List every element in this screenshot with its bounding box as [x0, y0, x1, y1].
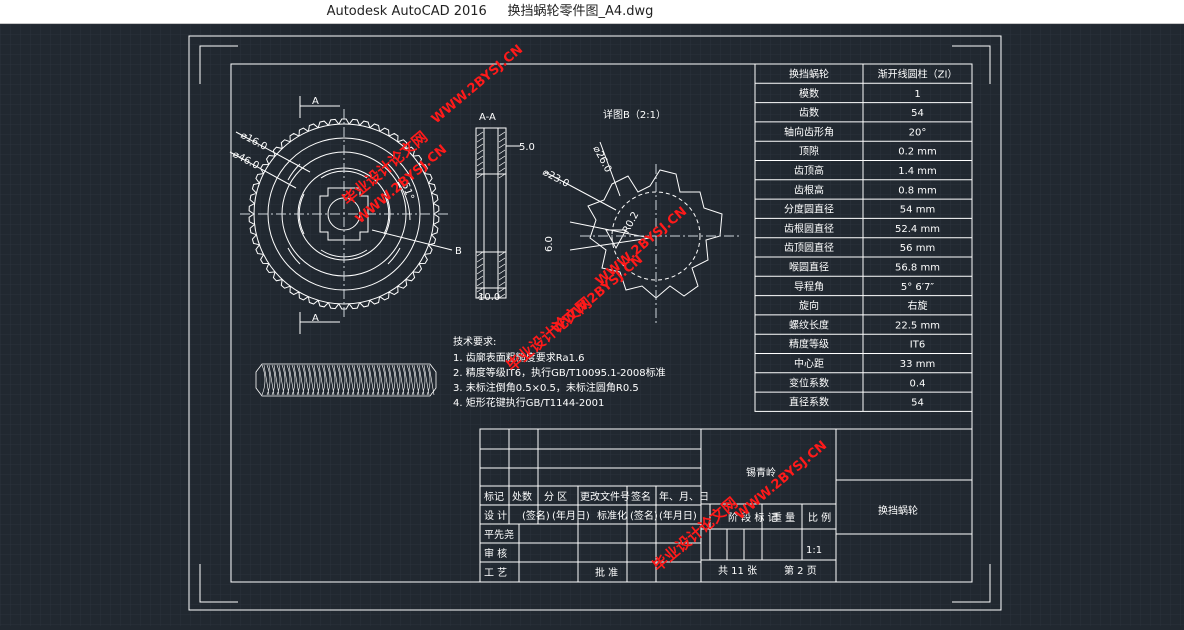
tb-weight-label: 重 量 [772, 511, 795, 524]
parameter-table: 换挡蜗轮 渐开线圆柱（ZI） 模数 1 齿数 54 轴向齿形角 20° 顶隙 0.2 mm 齿顶高 1… [754, 63, 973, 412]
param-value: 54 mm [900, 205, 935, 216]
detail-marker: B [455, 246, 462, 257]
param-name: 变位系数 [789, 376, 829, 389]
param-value: 56.8 mm [895, 263, 940, 274]
gear-section-view [475, 127, 520, 299]
tb-sheets: 共 11 张 [718, 565, 757, 577]
param-value: 0.2 mm [898, 147, 937, 158]
tb-design-5: (年月日) [659, 509, 697, 522]
dim-6: 6.0 [544, 236, 555, 252]
tb-stage-label: 阶 段 标 记 [728, 511, 778, 524]
param-name: 精度等级 [789, 338, 829, 351]
param-name: 喉圆直径 [789, 261, 829, 274]
title-bar: Autodesk AutoCAD 2016 换挡蜗轮零件图_A4.dwg [0, 0, 1184, 24]
param-value: 20° [909, 127, 927, 138]
param-name: 导程角 [794, 281, 824, 293]
requirement-2: 2. 精度等级IT6，执行GB/T10095.1-2008标准 [453, 366, 666, 379]
tb-design-1: (签名) [522, 509, 550, 522]
param-value: IT6 [910, 340, 925, 351]
section-marker-bottom: A [312, 313, 319, 324]
param-name: 中心距 [794, 357, 824, 370]
tb-scale-value: 1:1 [806, 545, 822, 556]
param-value: 右旋 [908, 299, 928, 312]
param-name: 分度圆直径 [784, 203, 834, 216]
grid-background [0, 24, 1184, 626]
tb-header-4: 签名 [631, 490, 651, 503]
param-value: 渐开线圆柱（ZI） [878, 68, 958, 81]
window-title: Autodesk AutoCAD 2016 换挡蜗轮零件图_A4.dwg [326, 4, 654, 19]
tb-design-4: (签名) [630, 509, 658, 522]
worm-side-view [255, 363, 437, 397]
param-value: 54 [911, 398, 924, 409]
tb-part-name: 换挡蜗轮 [878, 504, 918, 517]
trim-marks [199, 45, 991, 603]
tb-header-3: 更改文件号 [580, 490, 630, 503]
dim-5: 5.0 [519, 142, 535, 153]
param-value: 22.5 mm [895, 320, 940, 331]
tb-header-5: 年、月、日 [659, 490, 709, 503]
section-view-title: A-A [479, 112, 496, 123]
section-marker-top: A [312, 96, 319, 107]
tb-design-3: 标准化 [597, 509, 627, 522]
spline-detail-view [544, 141, 740, 324]
drawing-svg[interactable]: A A ⌀16.0 ⌀46.0 51° B A-A 5.0 10.0 详图B（2… [0, 24, 1184, 626]
param-value: 1 [914, 89, 920, 100]
param-value: 56 mm [900, 243, 935, 254]
tb-design-0: 设 计 [484, 509, 507, 522]
param-name: 顶隙 [799, 145, 819, 158]
param-value: 0.4 [910, 378, 926, 389]
drawing-canvas[interactable]: A A ⌀16.0 ⌀46.0 51° B A-A 5.0 10.0 详图B（2… [0, 24, 1184, 626]
dim-10: 10.0 [478, 292, 500, 303]
param-value: 33 mm [900, 359, 935, 370]
tb-design-2: (年月日) [552, 509, 590, 522]
param-name: 齿顶高 [794, 164, 824, 177]
param-name: 齿根高 [794, 183, 824, 196]
tb-role-2: 工 艺 [484, 567, 507, 579]
param-name: 齿顶圆直径 [784, 241, 834, 254]
requirement-1: 1. 齿廓表面粗糙度要求Ra1.6 [453, 351, 584, 364]
requirements-title: 技术要求: [453, 335, 496, 348]
param-name: 换挡蜗轮 [789, 68, 829, 81]
param-name: 螺纹长度 [789, 318, 829, 331]
param-value: 0.8 mm [898, 185, 937, 196]
outer-border [188, 35, 1002, 611]
param-name: 齿数 [799, 106, 819, 119]
detail-view-title: 详图B（2:1） [603, 108, 666, 121]
tb-scale-label: 比 例 [808, 511, 831, 524]
param-value: 1.4 mm [898, 166, 937, 177]
tb-header-2: 分 区 [544, 491, 567, 503]
tb-role-1: 审 核 [484, 547, 507, 560]
tb-header-1: 处数 [512, 490, 532, 503]
tb-school: 锡青岭 [746, 466, 776, 479]
param-value: 5° 6′7″ [901, 282, 935, 293]
param-name: 齿根圆直径 [784, 222, 834, 235]
param-value: 54 [911, 108, 924, 119]
tb-header-0: 标记 [484, 491, 504, 503]
param-name: 旋向 [799, 299, 819, 312]
gear-front-view [229, 96, 453, 334]
tb-sheet-no: 第 2 页 [784, 564, 817, 577]
requirement-3: 3. 未标注倒角0.5×0.5，未标注圆角R0.5 [453, 381, 639, 394]
param-name: 轴向齿形角 [784, 125, 834, 138]
title-block [479, 428, 973, 583]
tb-role-0: 平先尧 [484, 528, 514, 541]
param-name: 直径系数 [789, 396, 829, 409]
param-name: 模数 [799, 87, 819, 100]
tb-approve: 批 准 [595, 566, 618, 579]
param-value: 52.4 mm [895, 224, 940, 235]
requirement-4: 4. 矩形花键执行GB/T1144-2001 [453, 396, 604, 409]
